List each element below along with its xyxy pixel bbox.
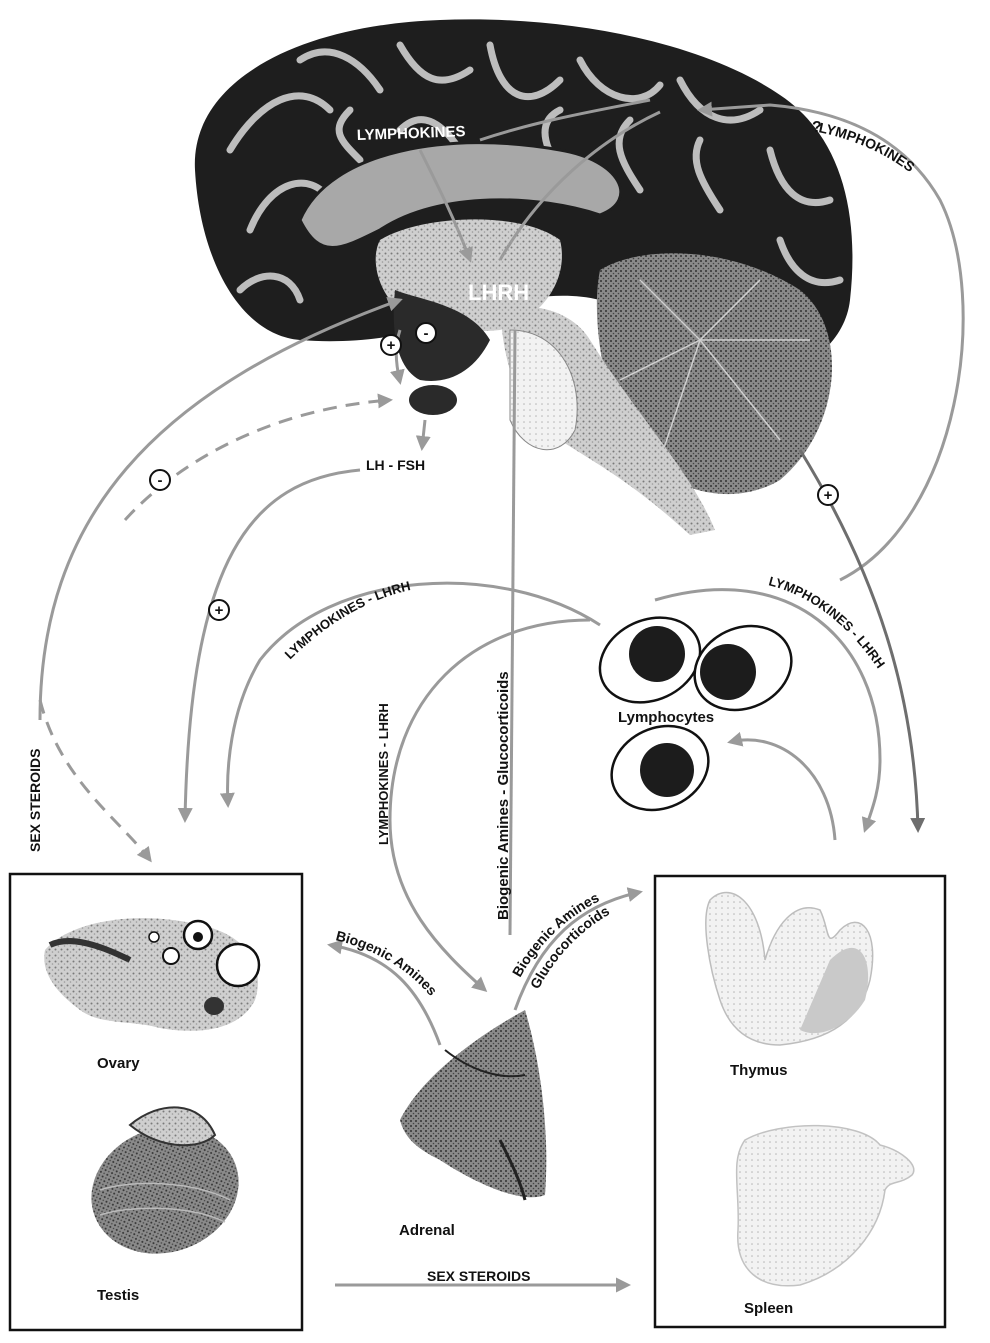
brain-illustration: [195, 19, 853, 535]
arrow-pituitary-down: [422, 420, 425, 448]
arrow-lymphocytes-to-gonads: [228, 583, 600, 805]
lh-fsh-label: LH - FSH: [366, 457, 425, 473]
lymphocytes-label: Lymphocytes: [618, 709, 714, 726]
lhrh-center-label: LHRH: [468, 280, 529, 305]
sex-steroids-bottom-label: SEX STEROIDS: [427, 1268, 530, 1284]
spleen-label: Spleen: [744, 1300, 793, 1317]
svg-text:+: +: [824, 487, 833, 504]
testis-label: Testis: [97, 1287, 139, 1304]
svg-text:-: -: [158, 472, 163, 489]
minus-sign-hypothalamus: -: [416, 323, 436, 343]
svg-text:+: +: [387, 337, 396, 354]
sex-steroids-vertical-label: SEX STEROIDS: [27, 749, 43, 852]
lymphokines-lhrh-left-label: LYMPHOKINES - LHRH: [282, 578, 412, 662]
svg-text:-: -: [424, 325, 429, 342]
arrow-sex-steroids-dashed: [40, 700, 150, 860]
pituitary-gland: [409, 385, 457, 415]
biogenic-amines-left-label: Biogenic Amines: [334, 927, 440, 998]
arrow-thymus-to-lymphocytes: [730, 740, 835, 840]
lymphokines-lhrh-vertical-label: LYMPHOKINES - LHRH: [376, 703, 391, 845]
biogenic-glucocorticoids-vertical-label: Biogenic Amines - Glucocorticoids: [495, 671, 512, 920]
thymus-label: Thymus: [730, 1062, 788, 1079]
arrow-sex-steroids-feedback: [40, 300, 400, 720]
minus-sign-feedback: -: [150, 470, 170, 490]
lymphocyte-cell: [586, 602, 714, 718]
svg-text:+: +: [215, 602, 224, 619]
arrow-negative-feedback: [125, 400, 390, 520]
plus-sign-hypothalamus: +: [381, 335, 401, 355]
ovary-label: Ovary: [97, 1055, 140, 1072]
ovary-illustration: [44, 918, 259, 1031]
plus-sign-brain-thymus: +: [818, 485, 838, 505]
thymus-illustration: [706, 893, 873, 1046]
adrenal-label: Adrenal: [399, 1222, 455, 1239]
testis-illustration: [73, 1106, 256, 1274]
lymphocyte-cell: [598, 711, 722, 826]
spleen-illustration: [737, 1126, 914, 1286]
plus-sign-lh-fsh: +: [209, 600, 229, 620]
adrenal-illustration: [400, 1010, 546, 1200]
